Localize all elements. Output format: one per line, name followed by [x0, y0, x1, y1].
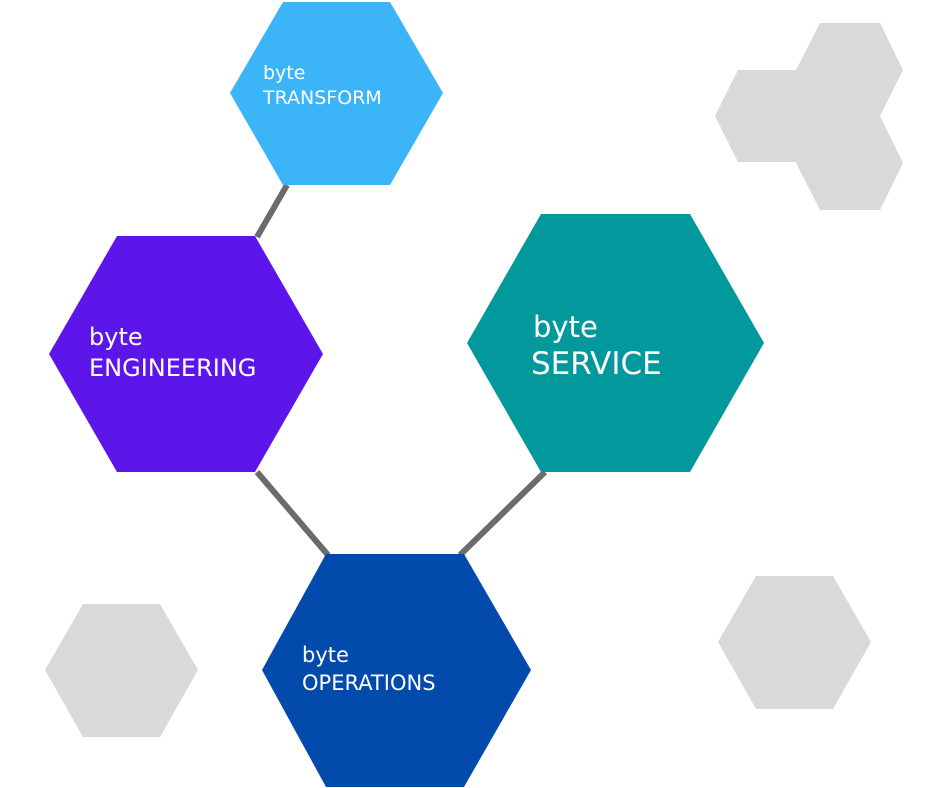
- connectors: [254, 183, 548, 558]
- decor-hexagon-bottom-left: [45, 604, 198, 737]
- service-prefix: byte: [533, 310, 598, 344]
- decor-hexagon-top-right-1: [715, 70, 820, 162]
- transform-label: TRANSFORM: [262, 87, 382, 109]
- operations-label: OPERATIONS: [302, 671, 436, 695]
- hexagon-operations: [262, 554, 531, 787]
- decor-hexagon-top-right-2: [796, 23, 903, 116]
- decorative-hexagons: [45, 23, 903, 737]
- node-transform: byte TRANSFORM: [230, 2, 443, 185]
- connector-transform-engineering: [254, 183, 290, 239]
- engineering-label: ENGINEERING: [89, 354, 256, 382]
- decor-hexagon-bottom-right: [718, 576, 871, 709]
- connector-engineering-operations: [254, 470, 331, 557]
- engineering-prefix: byte: [89, 323, 143, 351]
- hexagon-engineering: [49, 236, 323, 472]
- connector-service-operations: [457, 469, 548, 558]
- decor-hexagon-top-right-3: [796, 116, 903, 210]
- operations-prefix: byte: [302, 643, 349, 667]
- hexagon-service: [467, 214, 764, 472]
- service-label: SERVICE: [531, 346, 662, 382]
- node-operations: byte OPERATIONS: [262, 554, 531, 787]
- hexagon-transform: [230, 2, 443, 185]
- transform-prefix: byte: [263, 62, 305, 84]
- node-engineering: byte ENGINEERING: [49, 236, 323, 472]
- node-service: byte SERVICE: [467, 214, 764, 472]
